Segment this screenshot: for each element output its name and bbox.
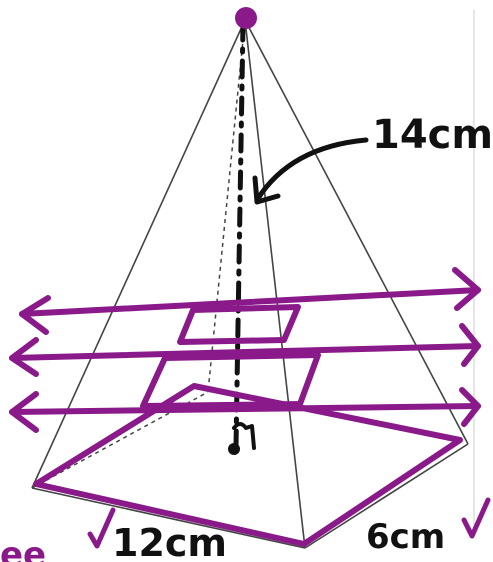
slice-arrow-top (19, 267, 481, 335)
right-angle-marker (232, 422, 256, 450)
check-marks (87, 497, 491, 549)
base-right (304, 443, 469, 549)
base-front (31, 487, 306, 549)
slice-arrow-bottom (9, 387, 481, 433)
cross-section-base (33, 383, 463, 547)
cross-section-top (177, 304, 301, 345)
base-center-point (228, 443, 240, 455)
base-back-left-hidden (31, 391, 209, 489)
hidden-edges (31, 19, 246, 489)
height-arrow (254, 137, 369, 203)
pyramid-outline (31, 19, 469, 549)
height-line (233, 21, 246, 449)
check-mark-12cm (87, 507, 116, 549)
edge-front-right (244, 19, 306, 549)
cross-section-middle (140, 352, 321, 409)
check-mark-6cm (461, 497, 491, 539)
height-label: 14cm (372, 112, 493, 158)
base-length-label: 12cm (112, 521, 227, 562)
apex-point (235, 7, 257, 29)
edge-back-right (244, 19, 469, 445)
cross-sections (33, 304, 463, 547)
slice-arrow-middle (9, 323, 481, 377)
height-arrow-head (252, 175, 281, 205)
corner-fragment-label: ee (0, 535, 46, 562)
edge-back-left-hidden (207, 19, 246, 393)
base-width-label: 6cm (366, 517, 445, 557)
slice-arrows (9, 267, 481, 433)
